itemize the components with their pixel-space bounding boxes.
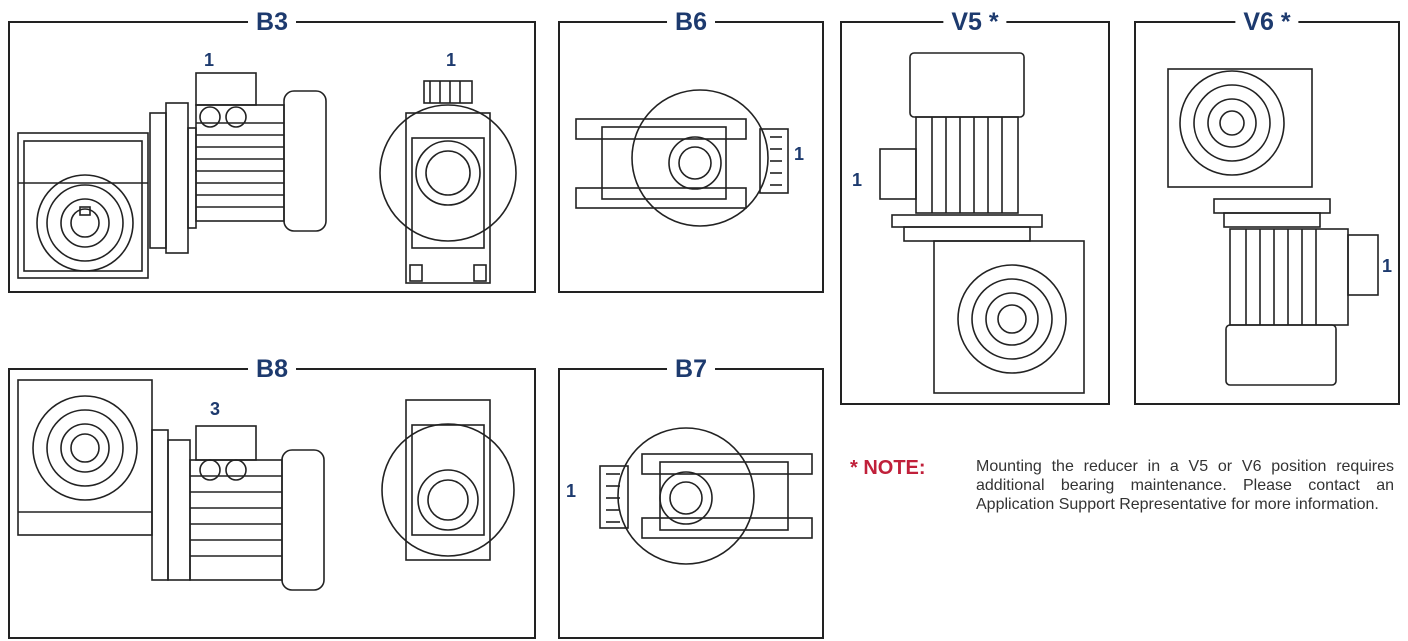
position-label: 1 bbox=[446, 50, 457, 70]
position-label: 1 bbox=[566, 481, 577, 501]
flange-icon bbox=[891, 214, 1043, 242]
panel-title-v6: V6 * bbox=[1235, 9, 1299, 35]
motor-icon bbox=[189, 425, 325, 591]
motor-icon bbox=[879, 52, 1025, 214]
flange-icon bbox=[151, 429, 191, 581]
panel-title-v5: V5 * bbox=[943, 9, 1007, 35]
panel-b8: B8 3 bbox=[8, 356, 536, 639]
v6-diagram bbox=[1167, 68, 1379, 386]
panel-title-b6: B6 bbox=[667, 9, 715, 35]
position-label: 1 bbox=[794, 144, 805, 164]
panel-b6: B6 1 bbox=[558, 9, 824, 293]
panel-v6: V6 * 1 bbox=[1134, 9, 1400, 405]
motor-icon bbox=[195, 72, 327, 232]
gear-reducer-icon bbox=[17, 379, 153, 536]
b8-diagram bbox=[17, 379, 515, 591]
motor-icon bbox=[1225, 228, 1379, 386]
panel-title-b3: B3 bbox=[248, 9, 296, 35]
b7-diagram bbox=[599, 427, 813, 565]
panel-v5: V5 * 1 bbox=[840, 9, 1110, 405]
position-label: 1 bbox=[1382, 256, 1393, 276]
gear-reducer-icon bbox=[933, 240, 1085, 394]
v5-diagram bbox=[879, 52, 1085, 394]
position-label: 1 bbox=[204, 50, 215, 70]
gear-reducer-icon bbox=[17, 132, 149, 279]
panel-title-b8: B8 bbox=[248, 356, 296, 382]
b8-front-view-diagram bbox=[381, 399, 515, 561]
position-label: 1 bbox=[852, 170, 863, 190]
gear-reducer-icon bbox=[1167, 68, 1313, 188]
note-label: * NOTE: bbox=[850, 457, 926, 479]
flange-icon bbox=[1213, 198, 1331, 228]
flange-icon bbox=[149, 102, 197, 254]
panel-b3: B3 1 1 bbox=[8, 9, 536, 293]
position-label: 3 bbox=[210, 399, 221, 419]
note-text: Mounting the reducer in a V5 or V6 posit… bbox=[976, 458, 1394, 513]
b3-front-view-diagram bbox=[379, 80, 517, 284]
b3-side-view-diagram bbox=[17, 72, 517, 284]
panel-title-b7: B7 bbox=[667, 356, 715, 382]
panel-b7: B7 1 bbox=[558, 356, 824, 639]
b6-diagram bbox=[575, 89, 789, 227]
